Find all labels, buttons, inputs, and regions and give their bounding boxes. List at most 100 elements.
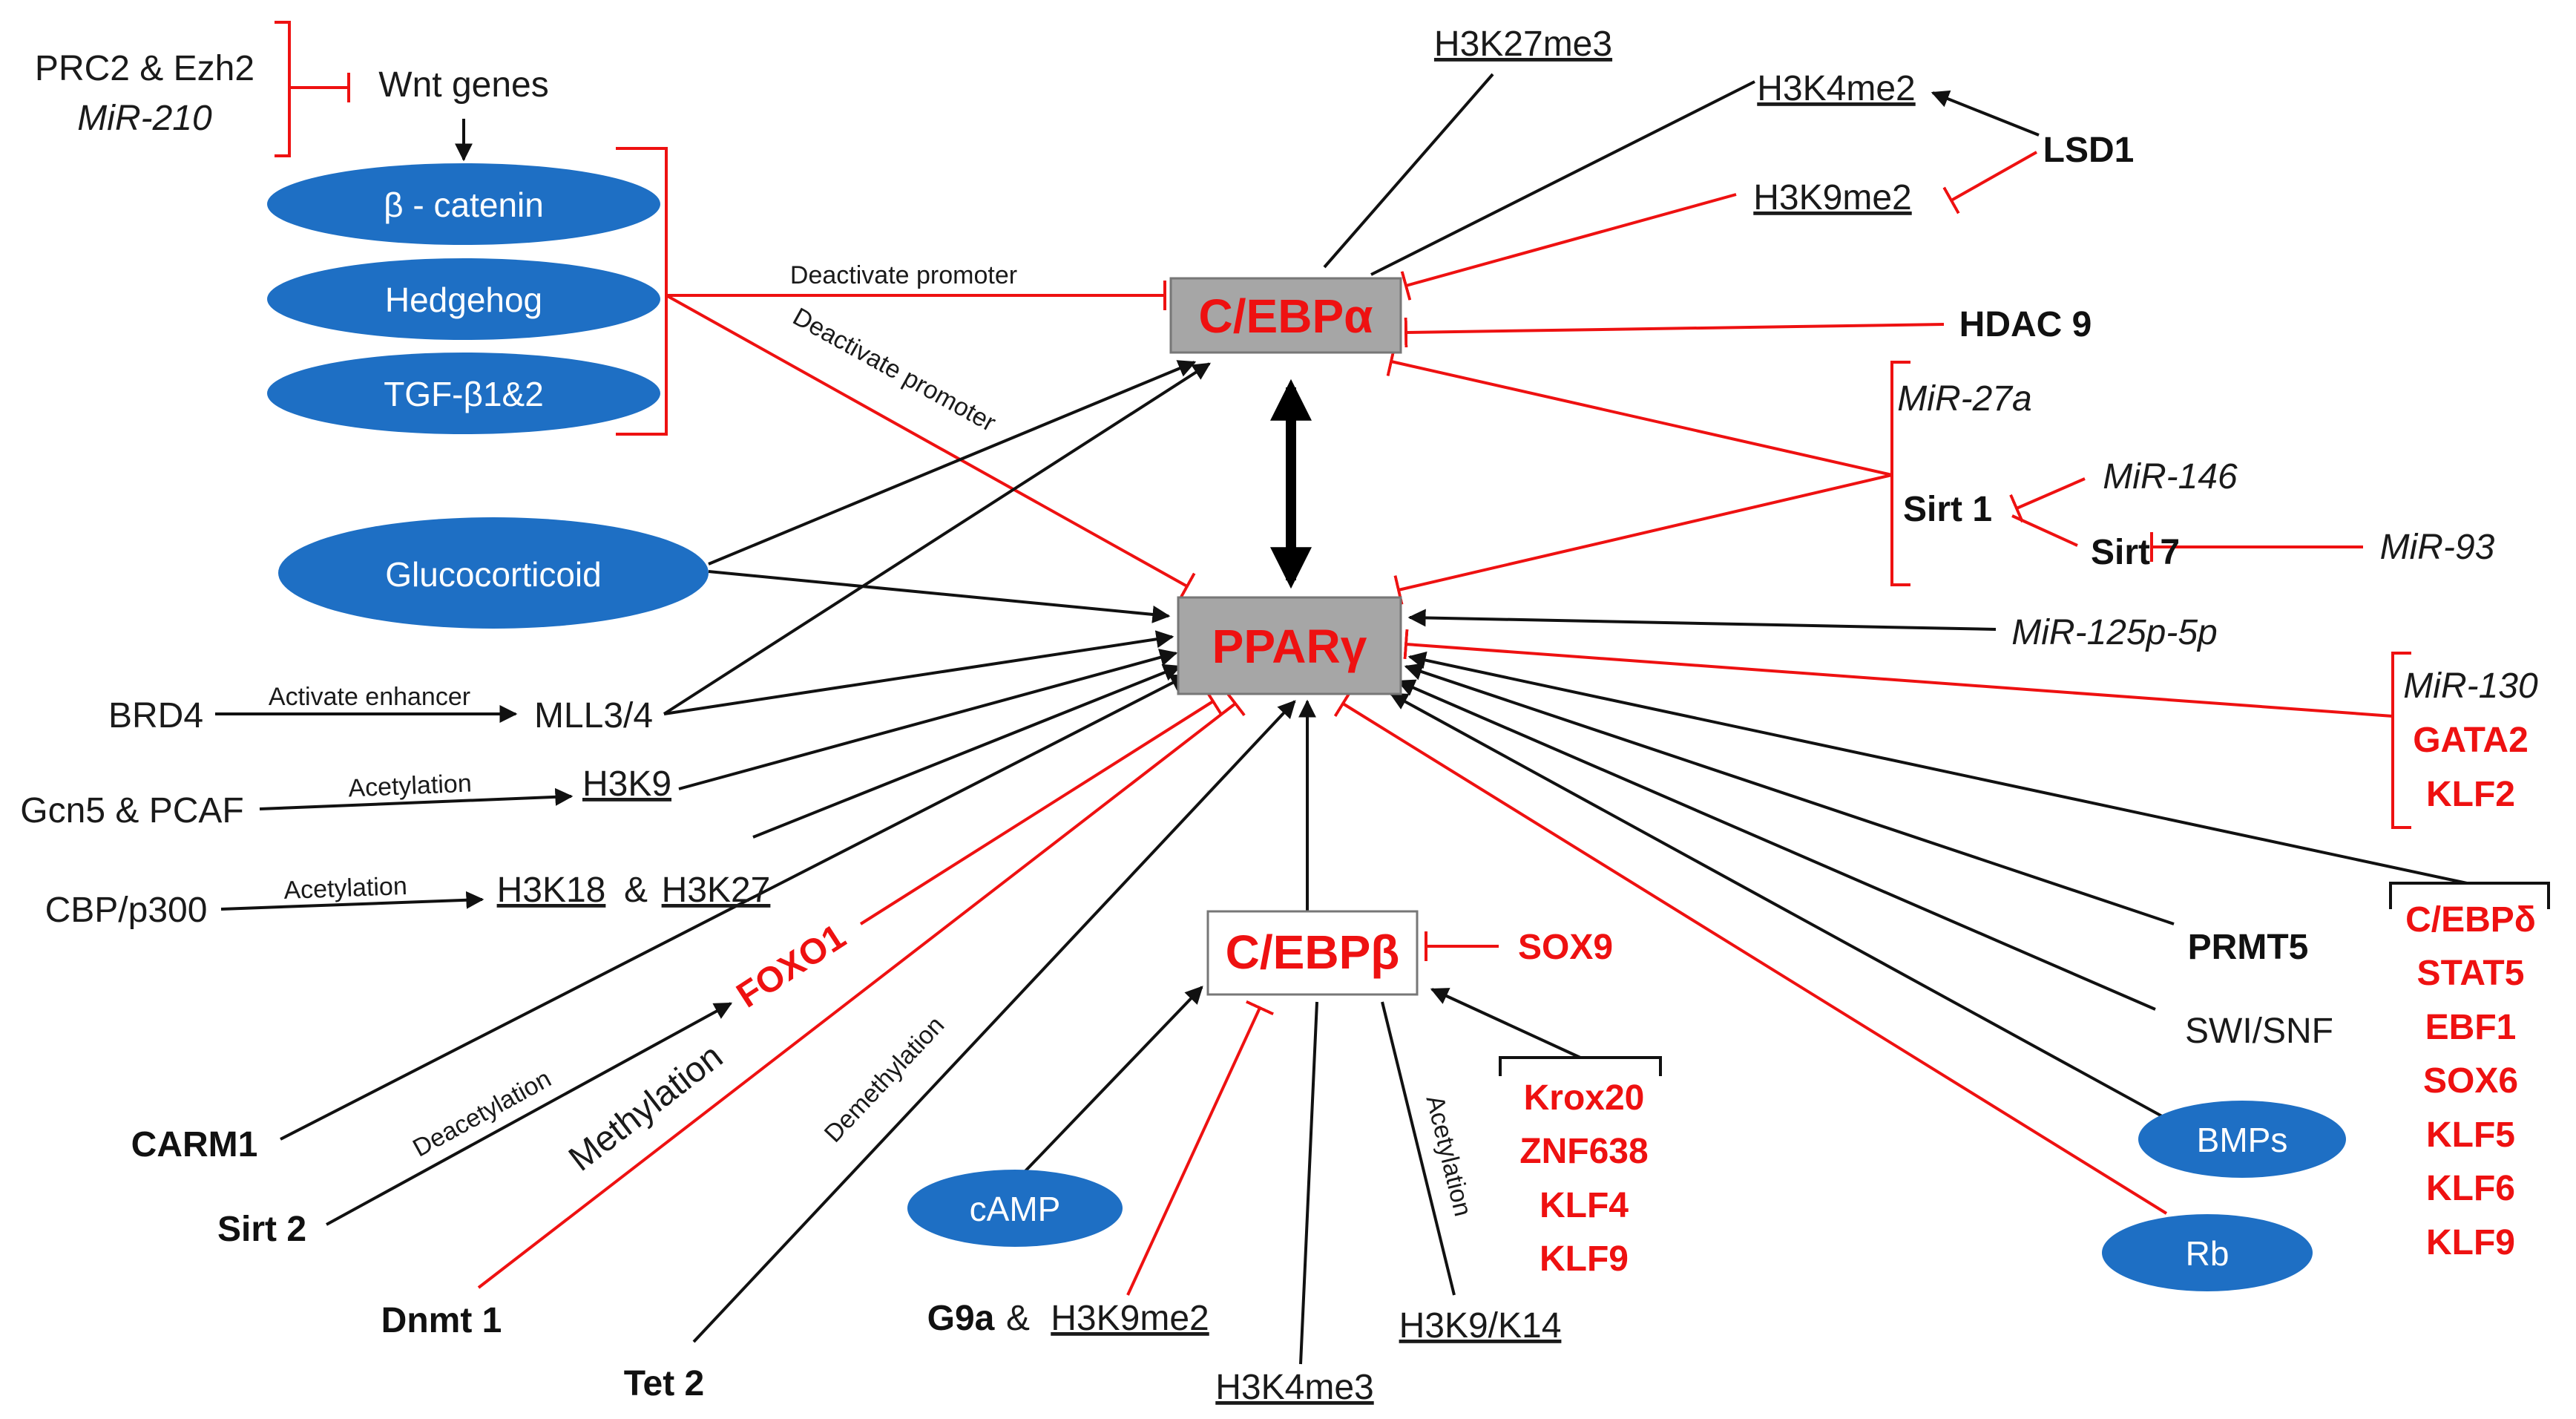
dnmt1-label: Dnmt 1 <box>381 1301 502 1340</box>
mir146-label: MiR-146 <box>2103 457 2238 497</box>
krox-bracket <box>1499 1056 1662 1076</box>
edge-sirt1-sirt7 <box>2011 514 2078 547</box>
edge-mll34-pparg <box>663 630 1174 715</box>
edge-h3k27-pparg <box>752 663 1182 839</box>
tgfb-label: TGF-β1&2 <box>384 375 544 413</box>
gcn5-label: Gcn5 & PCAF <box>20 791 243 830</box>
label-deactivate-pparg: Deactivate promoter <box>788 303 1000 438</box>
prc2-bracket <box>275 21 291 157</box>
rb-label: Rb <box>2186 1234 2230 1273</box>
edge-hdac9-cebpa <box>1404 317 1945 348</box>
edge-tet2-pparg <box>692 700 1296 1343</box>
h3k18-label: H3K18 <box>497 871 606 910</box>
camp-ellipse <box>907 1170 1123 1247</box>
nodes: C/EBPα PPARγ C/EBPβ β - catenin Hedgehog… <box>20 24 2494 1407</box>
edge-mll34-cebpa <box>663 362 1212 715</box>
h3k27me3-label: H3K27me3 <box>1434 24 1612 64</box>
cebpd-bracket <box>2389 882 2550 909</box>
tet2-label: Tet 2 <box>624 1364 704 1403</box>
edge-h3k9-pparg <box>678 649 1178 790</box>
label-demethylation: Demethylation <box>819 1011 950 1147</box>
edge-cbp-h3k18 <box>220 891 484 911</box>
bmps-ellipse <box>2138 1101 2346 1178</box>
rb-ellipse <box>2102 1214 2313 1291</box>
h3k4me2-label: H3K4me2 <box>1757 69 1915 108</box>
cbp-label: CBP/p300 <box>45 891 208 930</box>
sirt1-label: Sirt 1 <box>1903 490 1992 529</box>
krox-group-item: ZNF638 <box>1519 1132 1648 1171</box>
bcatenin-ellipse <box>267 163 660 245</box>
edge-rb-pparg <box>1333 689 2168 1215</box>
edge-h3k9k14-cebpb <box>1381 1001 1456 1296</box>
sox9-label: SOX9 <box>1518 928 1613 967</box>
edge-h3k27me3-cebpa <box>1323 73 1494 269</box>
label-acetylation-h3k9k14: Acetylation <box>1421 1092 1477 1219</box>
sirt2-label: Sirt 2 <box>217 1210 306 1249</box>
cebpd-group-item: EBF1 <box>2425 1008 2517 1047</box>
h3k9-label: H3K9 <box>582 764 671 804</box>
label-deactivate-cebpa: Deactivate promoter <box>790 261 1017 289</box>
glucocorticoid-label: Glucocorticoid <box>385 555 601 594</box>
g9a-amp-label: & <box>1006 1299 1030 1338</box>
edge-h3k4me3-cebpb <box>1299 1001 1318 1365</box>
edge-bmps-pparg <box>1389 692 2171 1122</box>
h3k9k14-label: H3K9/K14 <box>1399 1306 1562 1346</box>
edge-glucocorticoid-cebpa <box>708 360 1197 566</box>
cebpd-group-item: SOX6 <box>2423 1061 2518 1101</box>
edge-glucocorticoid-pparg <box>708 570 1171 623</box>
edge-mir125-pparg <box>1407 609 1997 631</box>
edge-cebpd-pparg <box>1407 651 2468 885</box>
cebpa-label: C/EBPα <box>1199 289 1373 343</box>
edge-h3k4me2-cebpa <box>1370 80 1755 276</box>
hedgehog-ellipse <box>267 258 660 340</box>
edge-sirt2-foxo1 <box>326 1002 733 1226</box>
krox-group-item: KLF9 <box>1540 1239 1629 1279</box>
edge-prmt5-pparg <box>1404 663 2175 925</box>
krox-group-item: Krox20 <box>1524 1078 1645 1118</box>
h3k-amp-label: & <box>624 871 648 910</box>
mir130-bracket <box>2391 652 2411 829</box>
h3k9me2-top-label: H3K9me2 <box>1753 178 1911 217</box>
pathway-bracket <box>616 147 668 436</box>
mll34-label: MLL3/4 <box>534 696 653 735</box>
mir125-label: MiR-125p-5p <box>2011 613 2217 652</box>
edge-gcn5-h3k9 <box>259 787 574 810</box>
edge-pathway-pparg <box>666 294 1196 600</box>
edge-sirt1-cebpa <box>1386 347 1893 476</box>
brd4-label: BRD4 <box>108 696 203 735</box>
edge-carm1-pparg <box>280 674 1189 1141</box>
cebpd-group-item: KLF6 <box>2426 1169 2515 1208</box>
mir130-group-item: GATA2 <box>2413 721 2529 760</box>
mir210-label: MiR-210 <box>77 99 212 138</box>
edge-krox-cebpb <box>1430 988 1581 1059</box>
label-activate-enhancer: Activate enhancer <box>269 683 470 711</box>
camp-label: cAMP <box>970 1190 1061 1228</box>
cebpd-group-item: C/EBPδ <box>2405 900 2536 940</box>
edge-lsd1-h3k4me2 <box>1931 90 2040 137</box>
cebpd-group: C/EBPδ STAT5 EBF1 SOX6 KLF5 KLF6 KLF9 <box>2405 900 2536 1262</box>
edge-foxo1-pparg <box>859 688 1223 925</box>
label-acetylation-h3k18: Acetylation <box>283 872 408 905</box>
edge-camp-cebpb <box>1021 986 1203 1176</box>
bmps-label: BMPs <box>2197 1121 2288 1159</box>
edge-lsd1-h3k9me2 <box>1942 151 2037 214</box>
h3k27-label: H3K27 <box>662 871 771 910</box>
bcatenin-label: β - catenin <box>384 186 544 224</box>
carm1-label: CARM1 <box>131 1125 258 1164</box>
edge-h3k9me2-cebpa <box>1400 193 1737 301</box>
prc2-label: PRC2 & Ezh2 <box>35 49 254 88</box>
label-acetylation-h3k9: Acetylation <box>348 770 473 803</box>
wnt-label: Wnt genes <box>378 65 548 105</box>
mir27a-label: MiR-27a <box>1897 379 2031 419</box>
pparg-box <box>1177 596 1402 695</box>
edge-sirt1-pparg <box>1393 473 1893 605</box>
hdac9-label: HDAC 9 <box>1959 305 2092 344</box>
cebpd-group-item: KLF9 <box>2426 1223 2515 1262</box>
h3k4me3-label: H3K4me3 <box>1215 1368 1373 1407</box>
cebpb-label: C/EBPβ <box>1226 925 1400 979</box>
g9a-label: G9a <box>927 1299 995 1338</box>
edge-mir130-pparg <box>1403 629 2393 718</box>
glucocorticoid-ellipse <box>278 517 709 629</box>
cebpa-box <box>1169 277 1402 354</box>
